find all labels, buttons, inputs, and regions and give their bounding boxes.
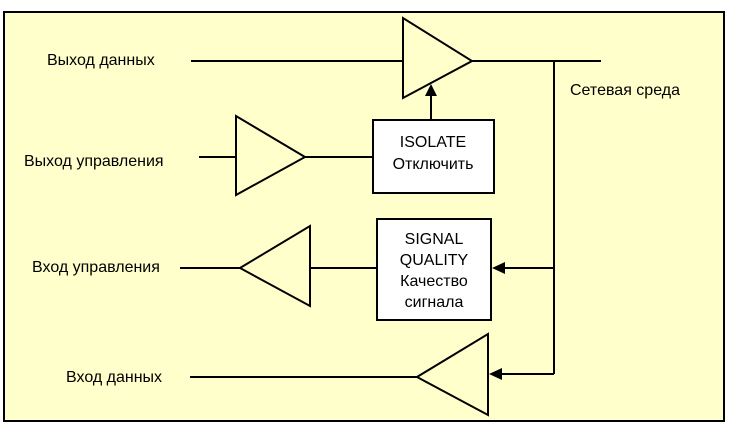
diagram-frame xyxy=(3,11,725,422)
signal-quality-line4: сигнала xyxy=(405,294,464,311)
arrow-up-icon xyxy=(425,84,437,96)
isolate-block xyxy=(372,119,495,194)
label-data-in: Вход данных xyxy=(66,369,162,386)
isolate-sublabel: Отключить xyxy=(393,156,474,173)
signal-quality-block xyxy=(376,218,492,321)
arrow-left-icon xyxy=(489,368,502,380)
signal-quality-line3: Качество xyxy=(400,273,468,290)
label-control-out: Выход управления xyxy=(24,153,164,170)
driver-control-out xyxy=(235,114,308,197)
label-data-out: Выход данных xyxy=(47,52,155,69)
receiver-control-in xyxy=(237,224,311,308)
receiver-data-in xyxy=(414,332,489,417)
label-control-in: Вход управления xyxy=(32,259,160,276)
label-network-medium: Сетевая среда xyxy=(570,82,680,99)
driver-data-out xyxy=(402,16,474,100)
arrow-left-icon xyxy=(492,262,505,274)
isolate-label: ISOLATE xyxy=(400,134,466,151)
signal-quality-line1: SIGNAL xyxy=(405,231,464,248)
signal-quality-line2: QUALITY xyxy=(400,252,469,269)
